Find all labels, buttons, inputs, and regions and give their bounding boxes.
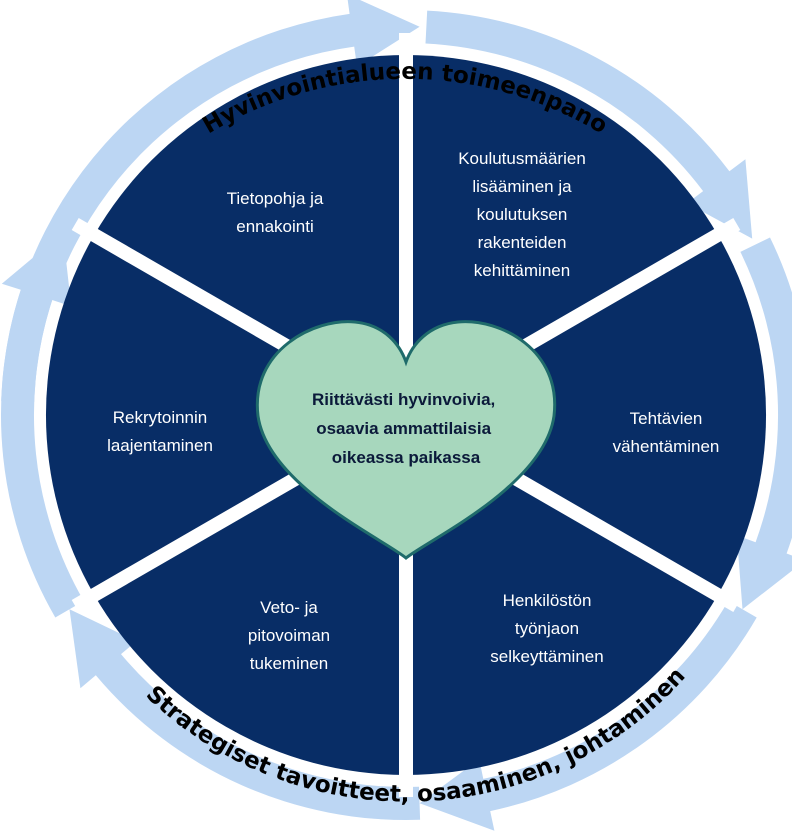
segment-koulutusmaarat-label-line: koulutuksen [477,205,568,224]
ring-arrow-2 [425,10,753,239]
segment-veto-pitovoima-label: Veto- ja pitovoiman tukeminen [248,598,330,673]
segment-koulutusmaarat-label-line: kehittäminen [474,261,570,280]
segment-koulutusmaarat-label-line: rakenteiden [478,233,567,252]
segment-veto-pitovoima-label-line: pitovoiman [248,626,330,645]
segment-rekrytointi-label-line: laajentaminen [107,436,213,455]
segment-koulutusmaarat-label: Koulutusmäärien lisääminen ja koulutuksen r… [458,149,586,280]
heart-shape [255,320,557,560]
segment-tehtavat [406,235,767,595]
segment-rekrytointi-label-line: Rekrytoinnin [113,408,208,427]
segment-veto-pitovoima-label-line: tukeminen [250,654,328,673]
segment-tietopohja-label-line: ennakointi [236,217,314,236]
segment-labels: Tietopohja ja ennakointi Koulutusmäärien li… [107,149,719,673]
segment-rekrytointi [45,235,407,595]
segment-tyonjako-label-line: Henkilöstön [503,591,592,610]
segment-rekrytointi-label: Rekrytoinnin laajentaminen [107,408,213,455]
ring-arrow-6 [0,232,84,618]
ring-arrow-3 [736,237,792,610]
segment-tehtavat-label-line: Tehtävien [630,409,703,428]
segment-tietopohja-label-line: Tietopohja ja [227,189,324,208]
center-line-3: oikeassa paikassa [332,448,481,467]
ring-arrow-1 [1,0,420,402]
segment-tehtavat-label: Tehtävien vähentäminen [613,409,720,456]
ring-arrow-5 [69,609,421,821]
segment-tietopohja-label: Tietopohja ja ennakointi [227,189,324,236]
center-text: Riittävästi hyvinvoivia, osaavia ammatti… [312,390,500,467]
segment-tyonjako-label: Henkilöstön työnjaon selkeyttäminen [490,591,603,666]
segment-tyonjako-label-line: työnjaon [515,619,579,638]
ring-arrow-4 [419,601,757,831]
segment-koulutusmaarat-label-line: Koulutusmäärien [458,149,586,168]
segment-veto-pitovoima-label-line: Veto- ja [260,598,318,617]
segment-tehtavat-label-line: vähentäminen [613,437,720,456]
segment-koulutusmaarat-label-line: lisääminen ja [472,177,572,196]
center-line-2: osaavia ammattilaisia [316,419,491,438]
segment-tyonjako-label-line: selkeyttäminen [490,647,603,666]
center-line-1: Riittävästi hyvinvoivia, [312,390,495,409]
